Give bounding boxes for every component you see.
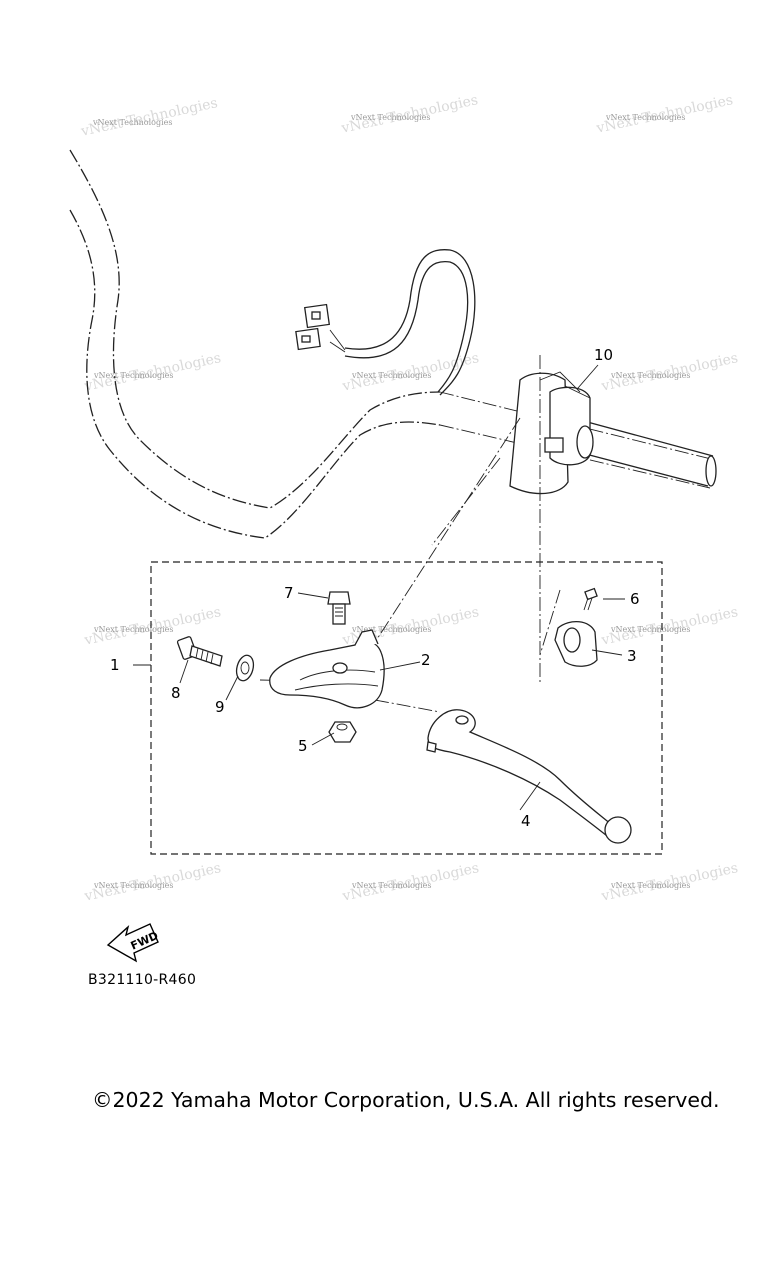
svg-text:vNext Technologies: vNext Technologies [93, 625, 173, 634]
callout-7: 7 [284, 584, 294, 602]
watermark: vNext Technologies vNext Technologies [594, 92, 734, 137]
switch-housing [509, 371, 594, 495]
part-3-clamp [554, 621, 598, 667]
svg-text:vNext Technologies: vNext Technologies [610, 881, 690, 890]
part-7-bolt [327, 591, 351, 625]
part-9-knurled-nut [235, 654, 255, 682]
watermark: vNext Technologies vNext Technologies [599, 350, 739, 395]
watermark: vNext Technologies vNext Technologies [599, 604, 739, 649]
watermark: vNext Technologies vNext Technologies [340, 860, 480, 905]
svg-text:vNext Technologies: vNext Technologies [92, 118, 172, 127]
svg-text:vNext Technologies: vNext Technologies [350, 113, 430, 122]
drawing-code: B321110-R460 [88, 972, 197, 988]
watermark: vNext Technologies vNext Technologies [599, 860, 739, 905]
callout-2: 2 [421, 651, 431, 669]
svg-text:vNext Technologies: vNext Technologies [605, 113, 685, 122]
svg-text:vNext Technologies: vNext Technologies [610, 371, 690, 380]
callout-9: 9 [215, 698, 225, 716]
svg-text:vNext Technologies: vNext Technologies [610, 625, 690, 634]
watermarks: vNext Technologies vNext Technologies vN… [79, 92, 740, 905]
watermark: vNext Technologies vNext Technologies [82, 860, 222, 905]
svg-text:vNext Technologies: vNext Technologies [351, 881, 431, 890]
copyright-notice: ©2022 Yamaha Motor Corporation, U.S.A. A… [92, 1088, 720, 1112]
callout-6: 6 [630, 590, 640, 608]
watermark: vNext Technologies vNext Technologies [82, 604, 222, 649]
callout-10: 10 [594, 346, 613, 364]
leader-lines [133, 364, 625, 811]
callout-8: 8 [171, 684, 181, 702]
part-2-lever-holder [269, 629, 385, 709]
callouts: 1 2 3 4 5 6 7 8 9 10 [110, 346, 640, 830]
callout-3: 3 [627, 647, 637, 665]
wire-harness [295, 249, 476, 396]
watermark: vNext Technologies vNext Technologies [339, 92, 479, 137]
watermark: vNext Technologies vNext Technologies [79, 95, 219, 140]
svg-text:vNext Technologies: vNext Technologies [351, 625, 431, 634]
fwd-arrow-icon: FWD [106, 923, 160, 963]
assembly-boundary [150, 561, 663, 855]
svg-text:vNext Technologies: vNext Technologies [93, 881, 173, 890]
svg-text:vNext Technologies: vNext Technologies [93, 371, 173, 380]
part-5-nut [328, 721, 357, 743]
watermark: vNext Technologies vNext Technologies [82, 350, 222, 395]
watermark: vNext Technologies vNext Technologies [340, 350, 480, 395]
part-6-screw [583, 587, 598, 611]
svg-text:vNext Technologies: vNext Technologies [351, 371, 431, 380]
callout-1: 1 [110, 656, 120, 674]
part-4-lever [426, 709, 632, 844]
part-8-adjuster-bolt [176, 636, 223, 667]
callout-4: 4 [521, 812, 531, 830]
callout-5: 5 [298, 737, 308, 755]
handlebar-outline [69, 149, 441, 539]
